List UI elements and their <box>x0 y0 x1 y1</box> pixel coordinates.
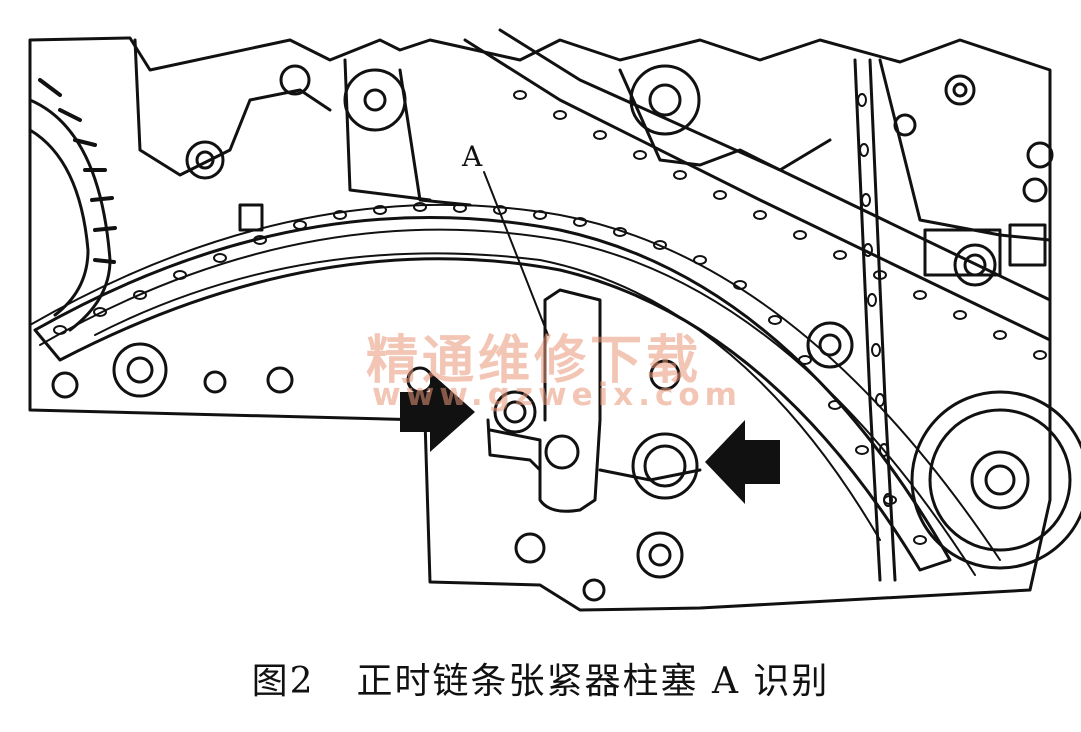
tensioner-guide <box>33 216 952 572</box>
chain-links <box>53 90 1047 545</box>
arrow-right-icon <box>400 372 475 452</box>
watermark-url: www.gzweix.com <box>372 377 742 413</box>
callout-leader-line <box>483 171 549 336</box>
engine-block-outline <box>28 36 1052 612</box>
upper-chain-guide <box>463 28 1052 342</box>
engine-timing-chain-diagram <box>28 28 1081 612</box>
tensioner-bolts <box>493 390 699 500</box>
caption-number: 图2 <box>251 661 315 702</box>
right-sprocket <box>910 390 1081 570</box>
arrow-left-icon <box>705 420 780 504</box>
callout-label-a: A <box>462 140 483 173</box>
left-sprocket <box>28 78 117 332</box>
caption-text: 正时链条张紧器柱塞 A 识别 <box>356 661 830 702</box>
figure-caption: 图2 正时链条张紧器柱塞 A 识别 <box>0 652 1081 704</box>
timing-chain <box>29 203 1001 561</box>
watermark-title: 精通维修下载 <box>366 330 703 391</box>
